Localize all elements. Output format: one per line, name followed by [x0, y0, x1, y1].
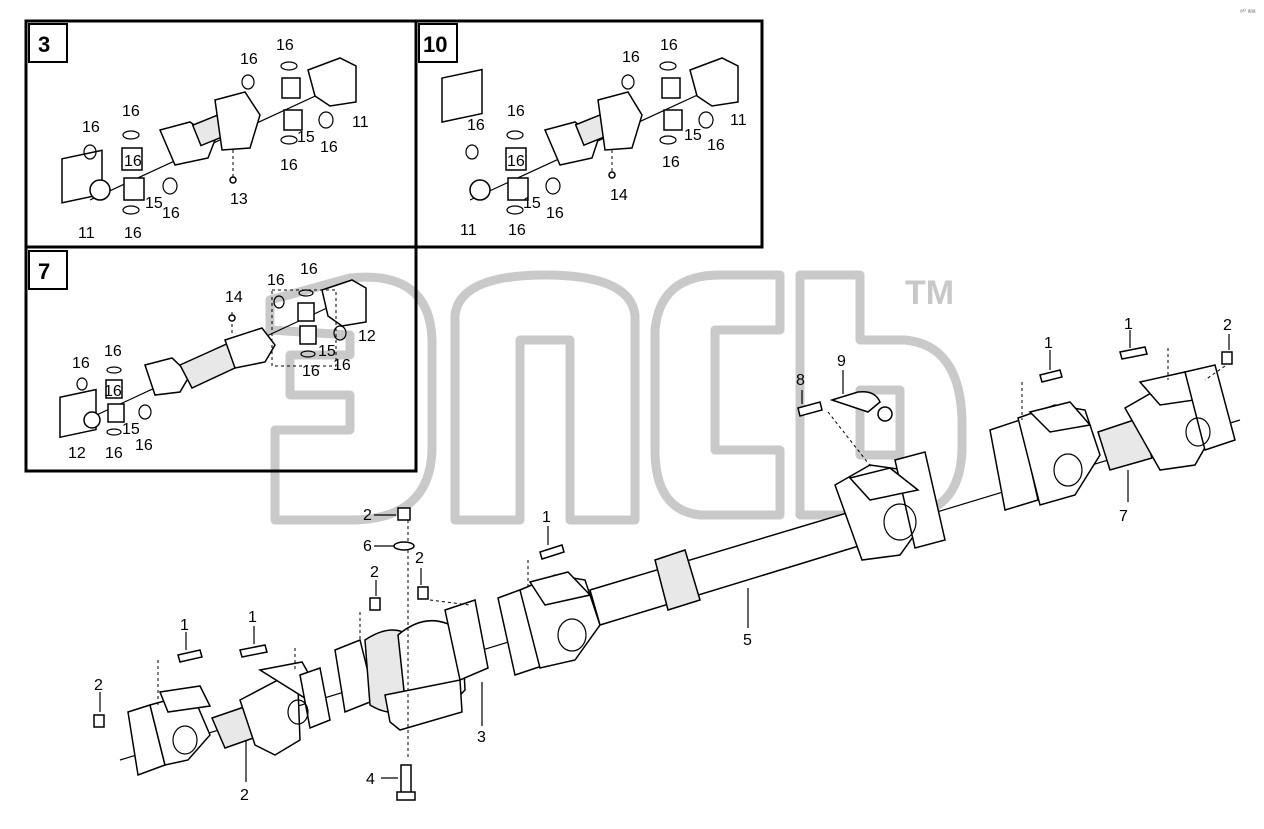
- main-label-2b: 2: [363, 507, 372, 524]
- inset-10-label-16b: 16: [622, 49, 640, 66]
- inset-10-label-16h: 16: [546, 205, 564, 222]
- inset-3-label-16h: 16: [162, 205, 180, 222]
- main-label-1c: 1: [542, 509, 551, 526]
- inset-7-label-16d: 16: [333, 357, 351, 374]
- main-label-5: 4: [366, 771, 375, 788]
- inset-3-label-16g: 16: [124, 153, 142, 170]
- inset-10-label-14: 14: [610, 187, 628, 204]
- inset-10-label-11b: 11: [460, 222, 477, 239]
- inset-7-label-16f: 16: [72, 355, 90, 372]
- inset-7-label-16g: 16: [104, 383, 122, 400]
- main-label-7: 5: [743, 632, 752, 649]
- inset-3-label-15a: 15: [297, 129, 315, 146]
- main-assembly: [93, 346, 1241, 801]
- inset-10-frame: [414, 19, 764, 249]
- inset-3-id: 3: [38, 32, 50, 57]
- inset-3-label-11a: 11: [352, 114, 369, 131]
- main-label-6: 6: [363, 538, 372, 555]
- inset-10-label-16g: 16: [507, 153, 525, 170]
- inset-7-id: 7: [38, 259, 50, 284]
- inset-3-label-16c: 16: [122, 103, 140, 120]
- inset-10-label-15a: 15: [684, 127, 702, 144]
- inset-10-label-16c: 16: [507, 103, 525, 120]
- inset-7-drawing: [59, 279, 367, 439]
- inset-10-id: 10: [423, 32, 447, 57]
- inset-7-label-16a: 16: [300, 261, 318, 278]
- inset-7-id-box: [28, 250, 68, 290]
- inset-10-label-16d: 16: [467, 117, 485, 134]
- trademark-label: TM: [905, 274, 954, 312]
- inset-3-label-16a: 16: [276, 37, 294, 54]
- main-label-2d: 2: [370, 564, 379, 581]
- main-label-10: 7: [1119, 508, 1128, 525]
- inset-3-label-16e: 16: [320, 139, 338, 156]
- inset-3-label-15b: 15: [145, 195, 163, 212]
- corner-code: ⁸⁰ ᵃᵃᵃ: [1240, 8, 1256, 16]
- inset-10-id-box: [418, 23, 458, 63]
- inset-10-drawing: [441, 57, 739, 215]
- inset-7-label-14: 14: [225, 289, 243, 306]
- inset-10-label-16a: 16: [660, 37, 678, 54]
- inset-3-label-16b: 16: [240, 51, 258, 68]
- main-label-1b: 1: [248, 609, 257, 626]
- inset-7-label-16e: 16: [302, 363, 320, 380]
- main-label-2c: 2: [415, 550, 424, 567]
- inset-7-label-12a: 12: [358, 328, 376, 345]
- main-label-9: 9: [837, 353, 846, 370]
- main-label-1e: 1: [1124, 316, 1133, 333]
- inset-3-id-box: [28, 23, 68, 63]
- main-label-1a: 1: [180, 617, 189, 634]
- inset-7-label-15a: 15: [318, 343, 336, 360]
- inset-10-label-15b: 15: [523, 195, 541, 212]
- main-label-8: 8: [796, 372, 805, 389]
- inset-3-label-16f: 16: [280, 157, 298, 174]
- inset-7-label-16h: 16: [135, 437, 153, 454]
- inset-3-drawing: [61, 57, 357, 215]
- main-label-4: 3: [477, 729, 486, 746]
- inset-7-label-16i: 16: [105, 445, 123, 462]
- inset-10-label-16f: 16: [662, 154, 680, 171]
- inset-3-label-16i: 16: [124, 225, 142, 242]
- inset-7-label-16c: 16: [104, 343, 122, 360]
- inset-7-label-16b: 16: [267, 272, 285, 289]
- inset-7-label-15b: 15: [122, 421, 140, 438]
- inset-3-label-16d: 16: [82, 119, 100, 136]
- main-label-1d: 1: [1044, 335, 1053, 352]
- inset-10-label-16i: 16: [508, 222, 526, 239]
- inset-3-label-11b: 11: [78, 225, 95, 242]
- inset-10-label-11a: 11: [730, 112, 747, 129]
- inset-10-label-16e: 16: [707, 137, 725, 154]
- main-label-2e: 2: [1223, 317, 1232, 334]
- inset-3-label-13: 13: [230, 191, 248, 208]
- watermark-logo: [265, 270, 967, 525]
- inset-7-frame: [24, 245, 418, 473]
- main-label-2a: 2: [94, 677, 103, 694]
- main-label-3: 2: [240, 787, 249, 804]
- inset-7-label-12b: 12: [68, 445, 86, 462]
